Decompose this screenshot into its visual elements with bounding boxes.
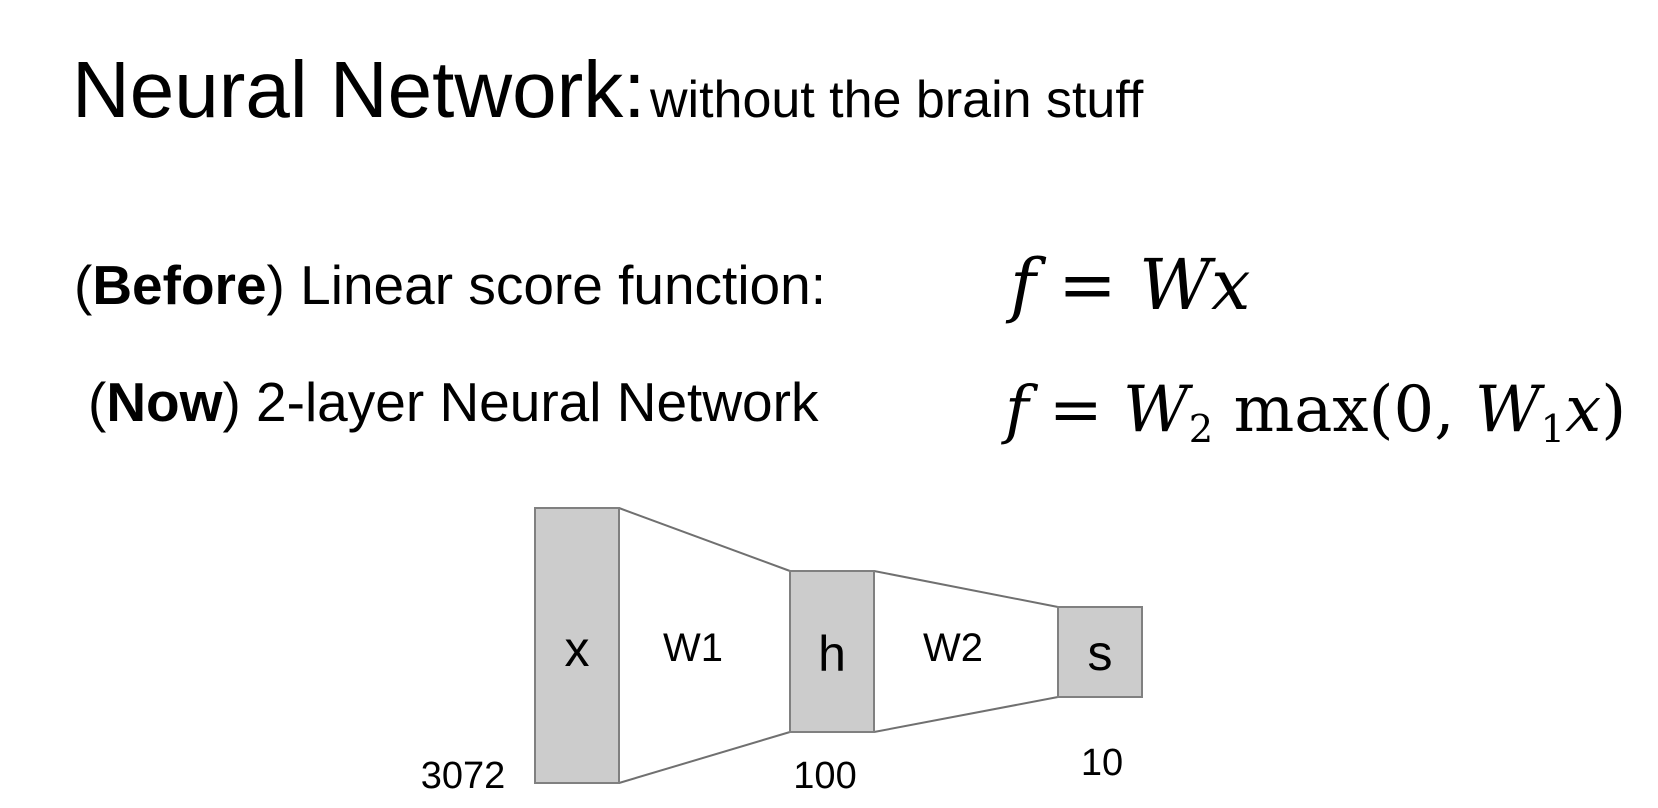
eq-nn-equals: = xyxy=(1028,373,1123,447)
eq-linear-f: f xyxy=(1010,244,1036,326)
weight-w2-label: W2 xyxy=(923,626,983,670)
layer-h-size: 100 xyxy=(793,755,856,797)
linear-equation: f = Wx xyxy=(1010,250,1251,320)
eq-nn-close: ) xyxy=(1601,373,1627,447)
now-close-paren: ) xyxy=(222,371,241,433)
eq-linear-equals: = xyxy=(1035,244,1140,326)
layer-s-label: s xyxy=(1088,625,1113,681)
title-main: Neural Network: xyxy=(72,45,646,134)
w1-bottom-edge xyxy=(618,731,791,784)
w2-top-edge xyxy=(873,570,1059,608)
now-line: (Now) 2-layer Neural Network xyxy=(88,375,818,430)
layer-s-size: 10 xyxy=(1081,742,1123,784)
before-line: (Before) Linear score function: xyxy=(74,258,826,313)
eq-nn-w1-sub: 1 xyxy=(1540,406,1566,452)
title-subtitle: without the brain stuff xyxy=(649,71,1144,129)
eq-nn-w2-sub: 2 xyxy=(1188,406,1214,452)
eq-nn-x: x xyxy=(1565,373,1602,447)
before-bold-label: Before xyxy=(92,254,267,316)
weight-w1-label: W1 xyxy=(663,626,723,670)
now-bold-label: Now xyxy=(106,371,223,433)
eq-nn-w1: W xyxy=(1474,373,1541,447)
now-text: 2-layer Neural Network xyxy=(240,371,819,433)
before-close-paren: ) xyxy=(266,254,285,316)
w1-top-edge xyxy=(618,507,791,572)
layer-x-label: x xyxy=(565,621,590,677)
eq-linear-x: x xyxy=(1211,244,1251,326)
nn-equation: f = W2 max(0, W1x) xyxy=(1005,378,1626,449)
layer-h-label: h xyxy=(818,626,846,682)
layer-x-box xyxy=(534,507,620,784)
eq-nn-max: max(0, xyxy=(1213,373,1475,447)
eq-nn-f: f xyxy=(1005,373,1029,447)
layer-h-box xyxy=(789,570,875,733)
layer-x-size: 3072 xyxy=(421,755,506,797)
w2-bottom-edge xyxy=(873,696,1059,733)
slide-title: Neural Network: without the brain stuff xyxy=(72,50,1143,130)
layer-s-box xyxy=(1057,606,1143,698)
eq-linear-w: W xyxy=(1139,244,1212,326)
eq-nn-w2: W xyxy=(1123,373,1189,447)
now-open-paren: ( xyxy=(88,371,107,433)
before-open-paren: ( xyxy=(74,254,93,316)
before-text: Linear score function: xyxy=(284,254,827,316)
